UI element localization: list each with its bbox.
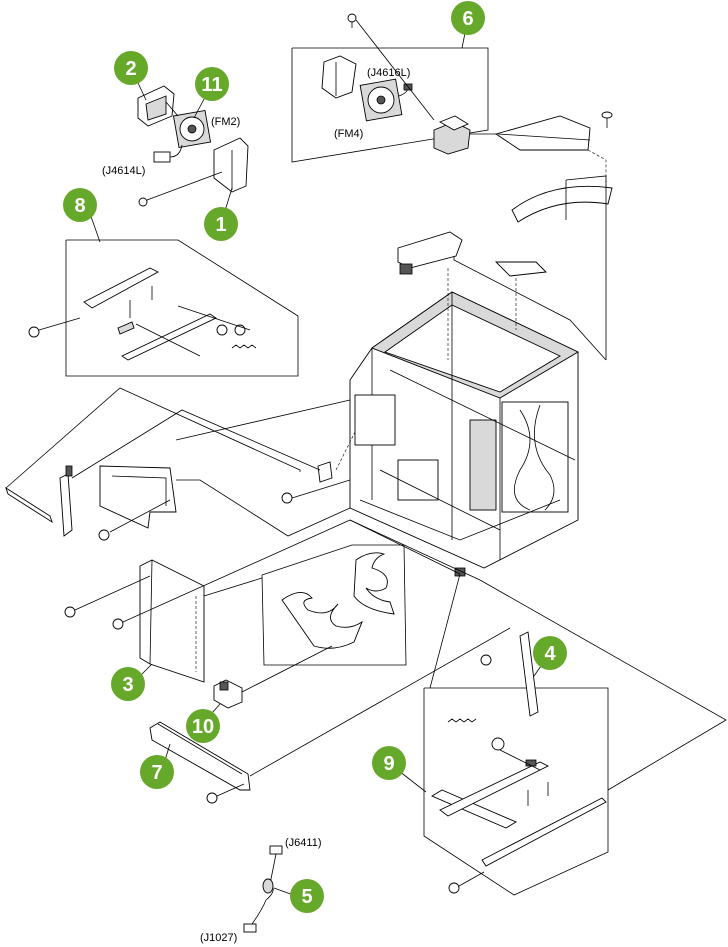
leaders-upper-center [447, 256, 607, 361]
fan-housing [433, 115, 471, 155]
callout-10: 10 [186, 709, 220, 743]
main-frame-assembly [349, 291, 579, 577]
fan-bracket-1 [213, 137, 249, 193]
label-j6411: (J6411) [285, 837, 321, 849]
label-j1027: (J1027) [200, 932, 237, 944]
svg-text:3: 3 [122, 674, 133, 696]
callout-5: 5 [290, 879, 324, 913]
screw-fan-bracket [138, 197, 148, 207]
screw-top-6 [347, 13, 357, 28]
left-support-bracket [99, 465, 177, 529]
slide-rail-8 [28, 267, 257, 361]
screw-bracket-7 [206, 792, 218, 804]
label-j4616l: (J4616L) [367, 67, 410, 79]
group-box-8 [65, 239, 299, 377]
sensor-bracket-right [494, 261, 547, 277]
label-j4614l: (J4614L) [102, 165, 145, 177]
callout-4: 4 [533, 636, 567, 670]
label-fm4: (FM4) [334, 128, 363, 140]
top-guide-curved [511, 185, 613, 223]
sensor-bracket-left [397, 231, 463, 275]
screw-part-4 [480, 654, 492, 666]
leaders-bracket-7 [216, 627, 511, 797]
leaders-top-left [146, 101, 223, 201]
small-bracket-center [317, 461, 333, 483]
slide-rail-9 [431, 718, 607, 894]
callout-8: 8 [63, 188, 97, 222]
group-box-6 [291, 47, 489, 163]
screws-panel-3 [64, 606, 124, 630]
svg-text:6: 6 [462, 8, 473, 30]
svg-text:7: 7 [151, 762, 162, 784]
group-box-arm [261, 544, 407, 666]
screw-left-bracket [98, 529, 110, 541]
leaders-left-center [5, 387, 357, 537]
side-cover-panel-3 [139, 559, 205, 683]
top-duct-plate [494, 115, 591, 151]
label-fm2: (FM2) [211, 116, 240, 128]
screw-center [281, 492, 293, 504]
svg-text:5: 5 [301, 886, 312, 908]
lower-bracket-7 [149, 721, 251, 791]
svg-text:1: 1 [215, 214, 226, 236]
screw-top-right [601, 111, 613, 128]
svg-text:11: 11 [201, 74, 222, 96]
svg-text:2: 2 [125, 58, 136, 80]
fan-duct-cover-2 [137, 85, 175, 127]
vertical-strip-4 [519, 631, 539, 717]
svg-text:8: 8 [74, 195, 85, 217]
fan-fm2-11 [153, 109, 212, 163]
callout-1: 1 [204, 207, 238, 241]
callout-7: 7 [140, 755, 174, 789]
callout-2: 2 [114, 51, 148, 85]
svg-text:4: 4 [544, 643, 556, 665]
cable-harness-5 [243, 845, 297, 933]
callout-11: 11 [195, 67, 229, 101]
leaders-panel-3 [74, 519, 351, 623]
group-box-9 [423, 687, 609, 896]
leaders-group-9 [349, 519, 727, 791]
svg-text:9: 9 [383, 753, 394, 775]
fan-fm4 [359, 78, 413, 122]
callout-3: 3 [111, 667, 145, 701]
sensor-pca-10 [213, 645, 333, 709]
left-rail-assembly [5, 465, 73, 537]
callout-6: 6 [451, 1, 485, 35]
leaders-top-right [355, 19, 607, 360]
fan-duct-bracket [321, 55, 357, 99]
callout-9: 9 [372, 746, 406, 780]
svg-text:10: 10 [192, 716, 214, 738]
tray-guide-arms [281, 552, 395, 649]
